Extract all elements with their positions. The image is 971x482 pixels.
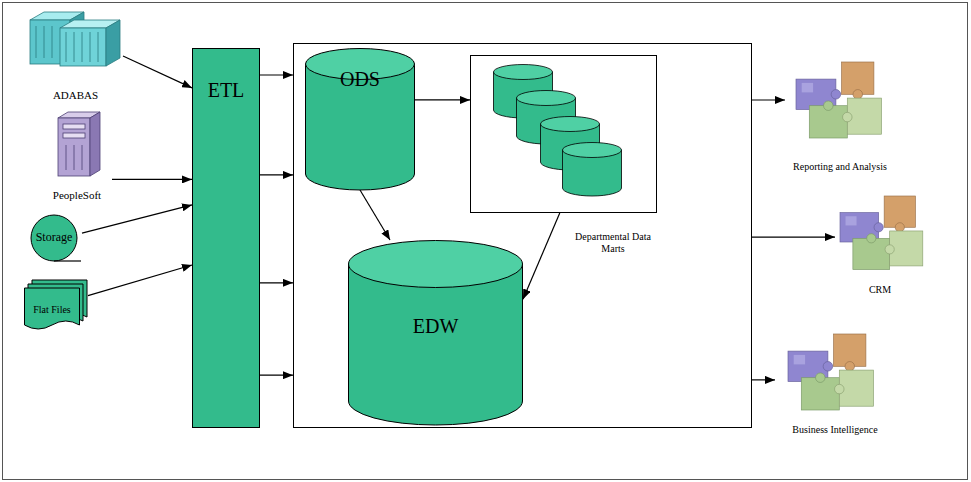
flow-arrow <box>523 213 560 299</box>
flow-arrow <box>360 190 390 240</box>
output-application: Business Intelligence <box>775 330 895 435</box>
flow-arrow <box>82 205 192 233</box>
node-label: ADABAS <box>53 89 98 102</box>
cylinder-top <box>349 241 523 288</box>
puzzle-icon <box>840 196 923 270</box>
flow-arrow <box>415 99 470 100</box>
flat-files-symbol: Flat Files <box>24 280 88 332</box>
flow-arrow <box>260 74 293 75</box>
node-label: Flat Files <box>33 304 71 316</box>
warehouse-box: ODS Departmental Data MartsEDW <box>293 43 752 428</box>
node-label: PeopleSoft <box>53 189 101 202</box>
database-cylinder: ODS <box>305 48 415 190</box>
node-label: Storage <box>36 231 73 245</box>
node-label: Reporting and Analysis <box>793 161 887 173</box>
data-mart-cylinder <box>563 143 622 197</box>
node-label: Business Intelligence <box>792 424 877 436</box>
picture-frame <box>3 3 968 480</box>
document-sheet <box>25 288 80 329</box>
output-application: Reporting and Analysis <box>785 58 895 172</box>
source-system: ADABAS <box>28 10 123 102</box>
cylinder-body <box>349 264 523 425</box>
etl-band: ETL <box>192 48 260 428</box>
cylinder-body <box>306 64 415 190</box>
flow-arrow <box>752 236 835 237</box>
band-label: ETL <box>208 79 245 102</box>
server-tower-icon <box>58 112 100 176</box>
node-label: CRM <box>869 284 891 296</box>
mainframe-icon <box>30 12 120 66</box>
puzzle-icon <box>788 334 874 410</box>
flow-arrow <box>260 375 293 376</box>
storage-tail <box>54 260 81 261</box>
database-cylinder: EDW <box>348 240 523 425</box>
flow-arrow <box>260 282 293 283</box>
node-label: EDW <box>413 315 459 338</box>
storage-circle <box>31 215 77 261</box>
group-label: Departmental Data Marts <box>573 231 653 254</box>
flow-arrow <box>260 174 293 175</box>
flow-arrow <box>123 56 192 88</box>
storage-symbol: Storage <box>26 214 82 262</box>
source-system: PeopleSoft <box>42 108 112 202</box>
flow-arrow <box>752 379 775 380</box>
flow-arrow <box>112 179 192 180</box>
output-application: CRM <box>835 190 925 295</box>
puzzle-icon <box>796 62 882 138</box>
node-label: ODS <box>340 68 380 91</box>
data-marts-box: Departmental Data Marts <box>470 55 657 213</box>
flow-arrow <box>88 265 192 296</box>
flow-arrow <box>752 99 785 100</box>
